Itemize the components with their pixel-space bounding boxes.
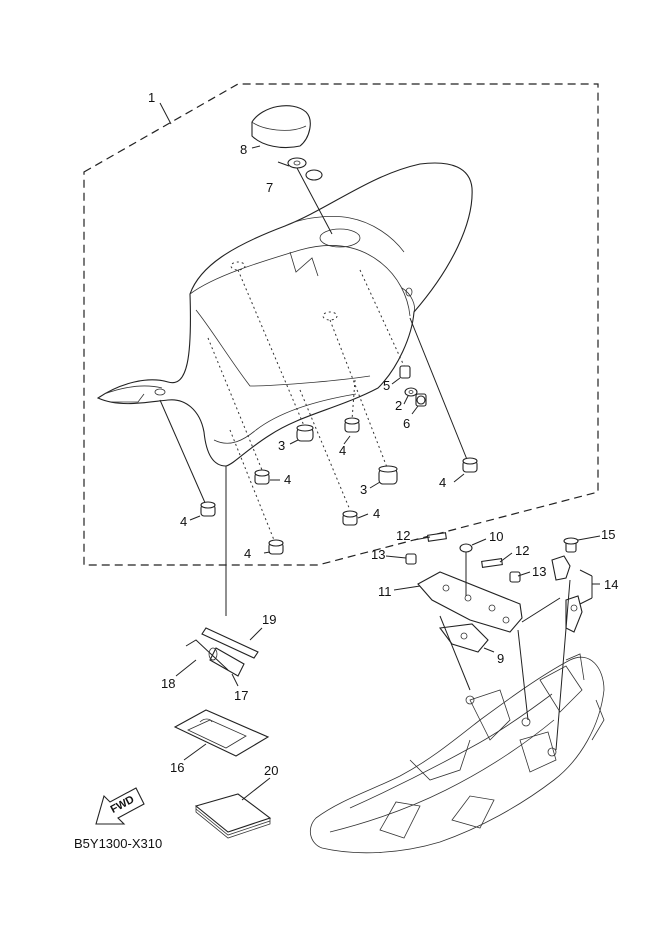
mounting-guide-lines xyxy=(159,167,469,616)
callout-6: 6 xyxy=(403,416,410,431)
callout-20: 20 xyxy=(264,763,278,778)
callout-4d: 4 xyxy=(180,514,187,529)
callout-4f: 4 xyxy=(244,546,251,561)
callout-4c: 4 xyxy=(439,475,446,490)
tool-items xyxy=(173,627,272,839)
callout-4b: 4 xyxy=(284,472,291,487)
washer xyxy=(287,157,323,181)
callout-1: 1 xyxy=(148,90,155,105)
collar-washer-bolt xyxy=(399,365,427,407)
lock-bracket xyxy=(405,532,583,751)
callout-12b: 12 xyxy=(515,543,529,558)
drawing-code: B5Y1300-X310 xyxy=(74,836,162,851)
callout-12a: 12 xyxy=(396,528,410,543)
callout-15: 15 xyxy=(601,527,615,542)
callout-4a: 4 xyxy=(339,443,346,458)
callout-8: 8 xyxy=(240,142,247,157)
callout-10: 10 xyxy=(489,529,503,544)
leader-lines xyxy=(175,145,601,801)
callout-16: 16 xyxy=(170,760,184,775)
grommets xyxy=(200,417,478,555)
frame xyxy=(309,653,605,854)
callout-numbers: 1 8 7 5 2 6 3 4 4 3 4 4 4 4 12 10 15 13 … xyxy=(148,90,618,778)
callout-5: 5 xyxy=(383,378,390,393)
seat xyxy=(96,162,473,467)
seat-pad xyxy=(251,105,311,149)
callout-13a: 13 xyxy=(371,547,385,562)
callout-9: 9 xyxy=(497,651,504,666)
fwd-arrow-icon: FWD xyxy=(95,787,145,825)
callout-11: 11 xyxy=(378,584,392,599)
callout-17: 17 xyxy=(234,688,248,703)
callout-18: 18 xyxy=(161,676,175,691)
callout-13b: 13 xyxy=(532,564,546,579)
callout-3b: 3 xyxy=(360,482,367,497)
callout-19: 19 xyxy=(262,612,276,627)
callout-14: 14 xyxy=(604,577,618,592)
callout-7: 7 xyxy=(266,180,273,195)
callout-3a: 3 xyxy=(278,438,285,453)
callout-4e: 4 xyxy=(373,506,380,521)
callout-2: 2 xyxy=(395,398,402,413)
